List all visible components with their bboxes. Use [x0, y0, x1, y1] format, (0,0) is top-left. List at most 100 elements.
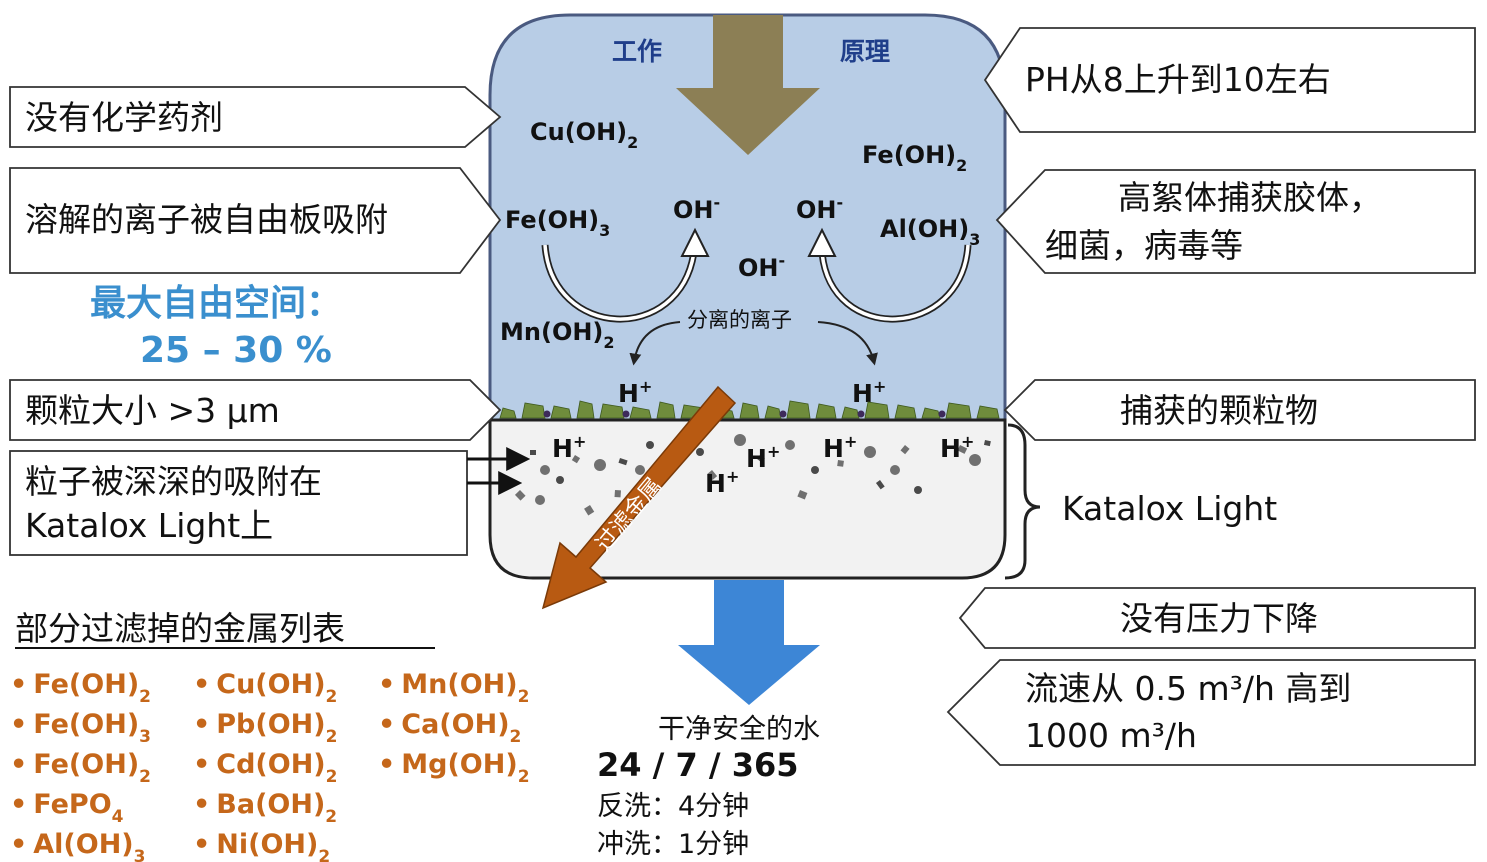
captured-particle	[779, 410, 787, 418]
bullet-icon: •	[193, 669, 210, 700]
callout-floc-line2: 细菌，病毒等	[1045, 226, 1243, 265]
captured-particle	[945, 402, 972, 419]
adsorbed-particle	[757, 454, 765, 463]
filter-arrow-icon	[541, 385, 737, 610]
metal-item: •Mn(OH)2	[378, 669, 529, 707]
media-name-label: Katalox Light	[1062, 489, 1277, 528]
metal-item: •Ca(OH)2	[378, 709, 521, 747]
header-left-label: 工作	[612, 37, 662, 66]
callout-no-chemicals-text: 没有化学药剂	[25, 98, 223, 137]
metal-item: •Cu(OH)2	[193, 669, 337, 707]
schedule-label: 24 / 7 / 365	[597, 746, 799, 784]
bullet-icon: •	[193, 709, 210, 740]
adsorbed-particle	[837, 460, 844, 467]
metal-item: •Al(OH)3	[10, 829, 146, 862]
metal-list-title: 部分过滤掉的金属列表	[15, 609, 345, 648]
captured-particle	[815, 403, 837, 419]
hydrogen-ion-media-1: H+	[552, 432, 586, 463]
bullet-icon: •	[10, 749, 27, 780]
hydrogen-ion-media-4: H+	[940, 432, 974, 463]
captured-particle	[857, 410, 865, 418]
captured-particle	[921, 407, 941, 419]
callout-floc: 高絮体捕获胶体， 细菌，病毒等	[995, 169, 1476, 274]
compound-cu-oh2: Cu(OH)2	[530, 118, 638, 152]
adsorbed-particle	[957, 444, 968, 454]
compound-fe-oh3: Fe(OH)3	[505, 206, 610, 240]
bullet-icon: •	[10, 829, 27, 860]
bullet-icon: •	[193, 829, 210, 860]
bullet-icon: •	[378, 709, 395, 740]
reaction-arrow-left-icon	[541, 227, 710, 323]
captured-particle	[521, 402, 546, 419]
compound-fe-oh2: Fe(OH)2	[862, 141, 967, 175]
adsorbed-particle	[785, 440, 795, 450]
callout-flow-line2: 1000 m³/h	[1025, 716, 1197, 755]
bullet-icon: •	[10, 669, 27, 700]
curly-brace-icon	[1004, 423, 1041, 580]
metal-item: •Ba(OH)2	[193, 789, 337, 827]
captured-particle	[550, 405, 572, 419]
callout-floc-line1: 高絮体捕获胶体，	[1118, 178, 1382, 217]
metal-item: •Cd(OH)2	[193, 749, 337, 787]
callout-ions-adsorbed-text: 溶解的离子被自由板吸附	[25, 200, 388, 239]
callout-no-pressure: 没有压力下降	[958, 587, 1476, 649]
captured-particle	[739, 402, 760, 419]
adsorbed-particle	[864, 446, 876, 458]
callout-flow-line1: 流速从 0.5 m³/h 高到	[1025, 669, 1351, 708]
captured-particle	[499, 407, 517, 419]
captured-particle	[622, 410, 630, 418]
callout-no-pressure-text: 没有压力下降	[1120, 599, 1318, 638]
hydrogen-ion-media-2: H+	[746, 442, 780, 473]
metal-item: •FePO4	[10, 789, 124, 827]
hydrogen-ion-upper-right: H+	[852, 377, 886, 408]
captured-particle	[976, 405, 1000, 419]
adsorbed-particle	[614, 489, 621, 498]
adsorbed-particle	[618, 457, 628, 466]
header-right-label: 原理	[840, 37, 890, 66]
bullet-icon: •	[193, 749, 210, 780]
outflow-arrow-icon	[678, 580, 820, 705]
hydrogen-ion-media-3: H+	[823, 432, 857, 463]
free-space-label: 最大自由空间：	[90, 283, 342, 324]
callout-deep-adsorb: 粒子被深深的吸附在 Katalox Light上	[9, 450, 468, 556]
captured-particle	[629, 406, 652, 419]
callout-ph: PH从8上升到10左右	[983, 27, 1476, 133]
adsorbed-particle	[811, 466, 819, 474]
callout-no-chemicals: 没有化学药剂	[9, 86, 502, 148]
free-space-value: 25 – 30 %	[140, 330, 332, 371]
adsorbed-particle	[535, 495, 545, 505]
captured-particle	[786, 400, 811, 419]
captured-particle	[894, 404, 917, 419]
adsorbed-particle	[646, 441, 654, 449]
metal-item: •Fe(OH)3	[10, 709, 151, 747]
separated-ion-arrow-right-icon	[817, 321, 878, 366]
bullet-icon: •	[378, 669, 395, 700]
callout-flow-rate: 流速从 0.5 m³/h 高到 1000 m³/h	[946, 659, 1476, 766]
callout-captured-particles: 捕获的颗粒物	[1003, 379, 1476, 441]
metal-item: •Ni(OH)2	[193, 829, 330, 862]
adsorbed-particle	[914, 486, 922, 494]
adsorbed-particle	[571, 455, 581, 464]
compound-mn-oh2: Mn(OH)2	[500, 318, 615, 352]
hydroxide-ion-2: OH-	[796, 193, 843, 224]
adsorbed-particle	[584, 504, 595, 516]
compound-al-oh3: Al(OH)3	[880, 215, 980, 249]
hydrogen-ion-media-5: H+	[705, 467, 739, 498]
tank-media-zone	[488, 418, 1007, 580]
adsorbed-particle	[900, 445, 910, 455]
adsorbed-particle	[875, 480, 885, 490]
adsorbed-particle	[594, 459, 606, 471]
callout-particle-size-text: 颗粒大小 >3 μm	[25, 391, 280, 430]
captured-particle	[864, 401, 890, 419]
adsorbed-particle	[797, 490, 808, 500]
hydroxide-ion-1: OH-	[673, 193, 720, 224]
adsorbed-particle	[696, 448, 704, 456]
callout-particle-size: 颗粒大小 >3 μm	[9, 379, 502, 441]
bullet-icon: •	[193, 789, 210, 820]
adsorbed-particle	[969, 454, 981, 466]
captured-particle	[576, 400, 595, 419]
reaction-arrow-right-icon	[807, 227, 972, 323]
adsorbed-particle	[635, 465, 645, 475]
adsorbed-particle	[540, 465, 550, 475]
